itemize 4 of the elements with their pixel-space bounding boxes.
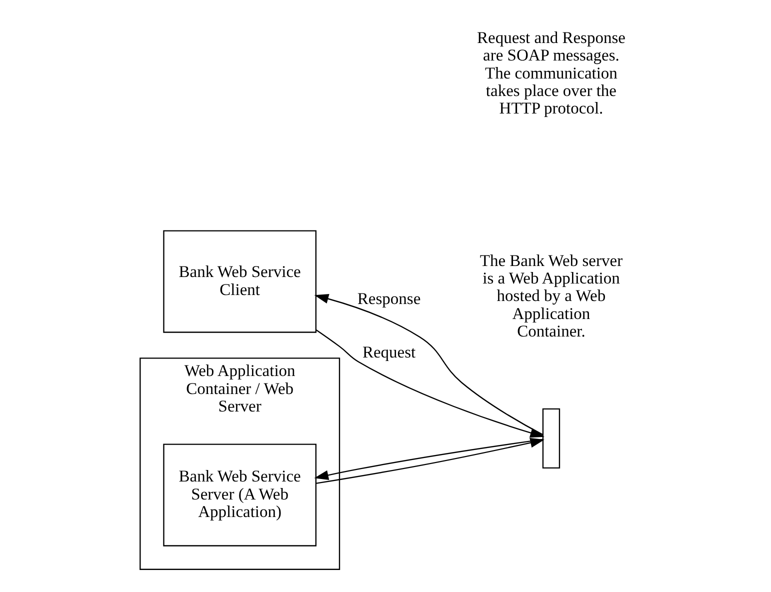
edge-label: Request <box>362 342 416 362</box>
label: Request and Response are SOAP messages. The communication takes place over the HTTP protocol. <box>476 28 626 118</box>
label: The Bank Web server is a Web Application hosted by a Web Application Container. <box>480 250 623 341</box>
edge-label: Response <box>357 289 421 308</box>
